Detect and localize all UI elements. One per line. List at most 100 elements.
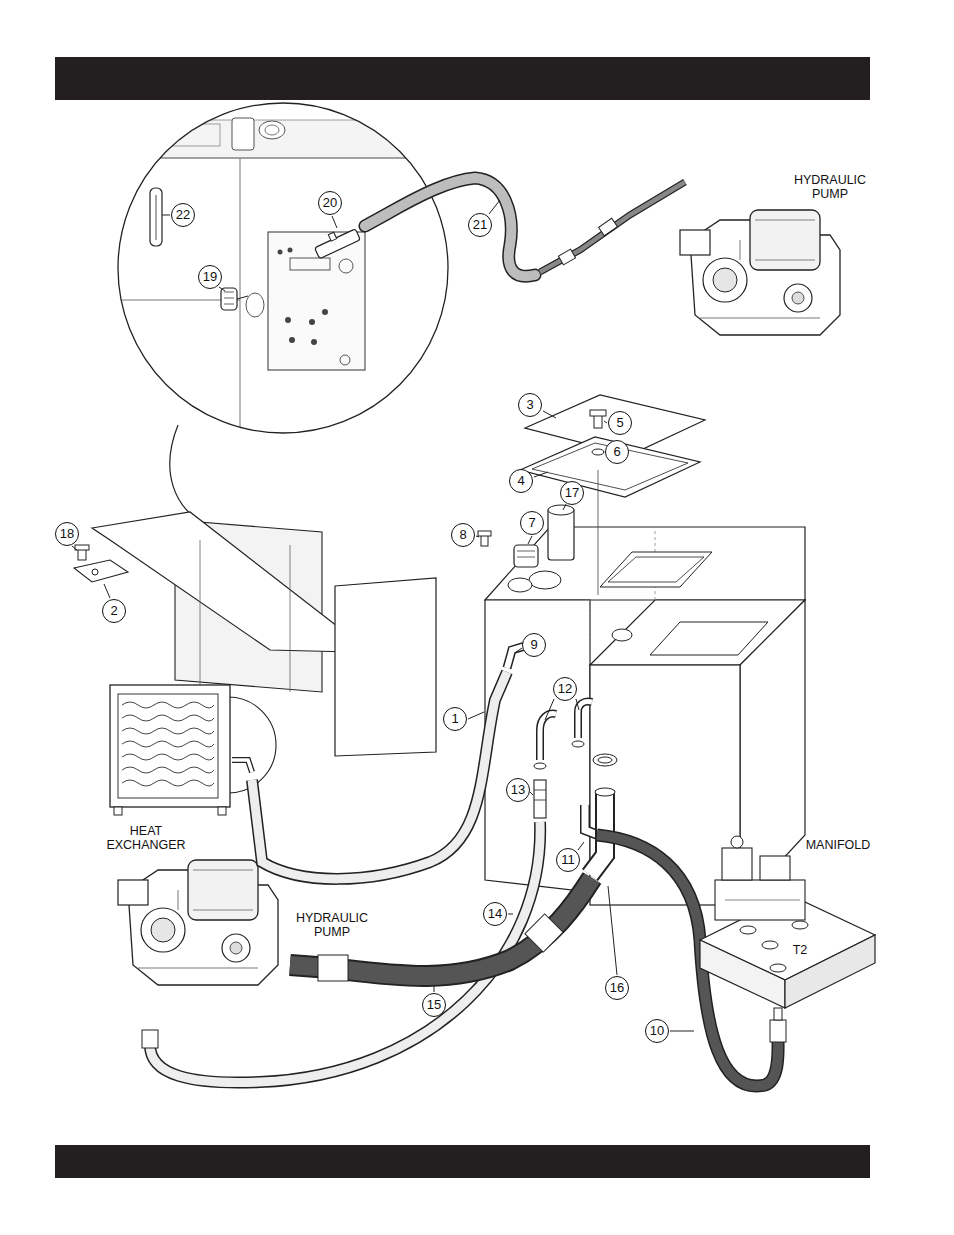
callout-number: 8 [451,523,475,547]
support-frame [74,560,128,582]
heat-exchanger [118,694,218,798]
hydraulic-tank [590,527,655,665]
leader-line [528,536,532,544]
inset-detail [265,125,279,135]
manifold [785,935,875,1008]
fitting [534,790,546,800]
fitting [534,763,546,769]
part-name: T2 [793,943,808,957]
heat-exchanger [110,685,230,807]
return-hose [150,822,540,1083]
part-name: HYDRAULIC PUMP [788,173,872,201]
leader-line [476,536,479,537]
cover-plate [520,395,705,595]
cover-plate [598,470,599,595]
callout-number: 1 [443,707,467,731]
callout-number: 7 [520,511,544,535]
inset-detail [100,100,480,440]
part-name: MANIFOLD [806,838,871,852]
fitting [578,701,592,738]
inset-detail [340,355,350,365]
manifold [731,836,743,848]
inset-detail [311,339,317,345]
callout-number: 19 [198,265,222,289]
leader-line [468,712,484,719]
hydraulic-tank [600,552,712,587]
hydraulic-tank [508,578,532,592]
callout-number: 2 [102,599,126,623]
callout-number: 18 [55,522,79,546]
fitting [540,714,556,760]
leader-line [104,584,110,598]
callout-number: 22 [171,203,195,227]
support-frame [92,512,355,652]
heat-exchanger [114,807,122,815]
callout-number: 4 [509,469,533,493]
heat-exchanger [218,807,226,815]
leader-line [72,200,694,1031]
pressure-hose [365,178,535,276]
hydraulic-tank [608,557,704,582]
fitting [578,701,592,738]
inset-detail [237,296,248,299]
fitting [572,741,584,747]
support-frame [200,540,290,692]
manifold [770,964,786,972]
pressure-hose [540,182,685,272]
heat-exchanger [122,702,214,786]
callout-number: 10 [645,1019,669,1043]
footer-bar [55,1145,870,1178]
leader-line [219,287,225,291]
return-hose [142,672,540,1083]
inset-detail [278,250,283,255]
inset-detail [150,188,162,246]
pressure-hose [558,249,575,265]
leader-line [489,200,500,214]
inset-detail [285,317,291,323]
callout-number: 5 [608,411,632,435]
cover-plate [592,449,604,455]
hydraulic-tank [598,757,612,763]
footer-bar [55,1145,870,1178]
inset-detail [259,121,285,139]
inset-detail [289,337,295,343]
filter [478,505,574,567]
support-frame [75,545,89,550]
leader-line [543,411,556,418]
inset-detail [156,195,157,240]
hydraulic-tank [529,571,561,589]
callout-number: 11 [556,848,580,872]
manifold [760,856,790,880]
manifold [700,836,875,1008]
inset-detail [224,292,234,304]
heat-exchanger [232,760,252,772]
part-name: HEAT EXCHANGER [102,824,190,852]
drain-hose [774,1008,782,1020]
inset-detail [288,248,293,253]
callout-number: 17 [560,481,584,505]
leader-line [162,215,170,216]
suction-hose [525,914,563,952]
leader-line [534,472,548,477]
suction-hose [318,955,348,981]
heat-exchanger [232,760,252,772]
return-hose [142,1030,158,1048]
pressure-hose [599,218,618,235]
manifold [792,921,808,929]
leader-line [434,986,435,992]
inset-detail [290,258,330,270]
callout-number: 13 [506,778,530,802]
leader-line [670,1031,694,1032]
leader-line [508,914,513,915]
support-frame [92,569,98,575]
filter [517,551,535,557]
callout-number: 20 [318,191,342,215]
leader-line [332,216,337,228]
manifold [725,900,800,901]
inset-detail [246,293,264,317]
inset-detail [339,259,353,273]
hydraulic-pump [118,860,278,985]
return-hose [150,822,540,1083]
callout-number: 6 [605,440,629,464]
leader-line [608,886,617,975]
